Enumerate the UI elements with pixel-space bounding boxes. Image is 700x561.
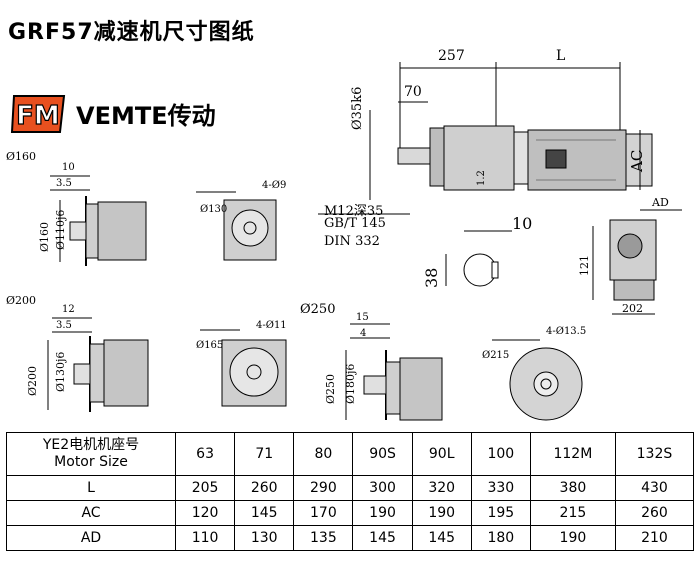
table-size-cell: 100 (470, 432, 531, 476)
table-cell: 190 (529, 525, 616, 551)
flange-250-holes: 4-Ø13.5 (546, 326, 587, 337)
key-height-38: 38 (422, 267, 441, 288)
flange-200-diameter: Ø200 (26, 365, 39, 396)
table-cell: 135 (293, 525, 354, 551)
table-cell: 260 (614, 500, 695, 526)
table-size-cell: 80 (293, 432, 354, 476)
table-row: AC 120 145 170 190 190 195 215 260 (6, 500, 695, 526)
table-row-label: AD (6, 525, 176, 551)
thread-spec-3: DIN 332 (324, 234, 380, 249)
table-cell: 145 (234, 500, 295, 526)
table-cell: 180 (470, 525, 531, 551)
table-cell: 210 (614, 525, 695, 551)
table-cell: 215 (529, 500, 616, 526)
flange-250-spigot: Ø180j6 (344, 363, 357, 404)
table-size-cell: 112M (529, 432, 616, 476)
flange-160-dim-3-5: 3.5 (56, 178, 72, 189)
table-cell: 145 (411, 525, 472, 551)
table-cell: 120 (174, 500, 236, 526)
table-row: L 205 260 290 300 320 330 380 430 (6, 475, 695, 501)
dim-AD: AD (652, 196, 669, 209)
brand-logo: FM (10, 95, 66, 133)
table-cell: 320 (411, 475, 472, 501)
flange-250-label: Ø250 (300, 302, 336, 317)
table-size-cell: 90S (352, 432, 413, 476)
flange-250-pcd: Ø215 (482, 350, 510, 361)
flange-200-pcd: Ø165 (196, 340, 224, 351)
dimension-table: YE2电机机座号 Motor Size 63 71 80 90S 90L 100… (6, 432, 695, 551)
flange-160-holes: 4-Ø9 (262, 180, 287, 191)
flange-160-dim-10: 10 (62, 162, 75, 173)
flange-160-diameter: Ø160 (38, 221, 51, 252)
flange-200-dim-3-5: 3.5 (56, 320, 72, 331)
flange-200-spigot: Ø130j6 (54, 351, 67, 392)
flange-160-pcd: Ø130 (200, 204, 228, 215)
flange-250-dim-15: 15 (356, 312, 369, 323)
table-cell: 290 (293, 475, 354, 501)
flange-200-dim-12: 12 (62, 304, 75, 315)
table-row-label: AC (6, 500, 176, 526)
table-cell: 195 (470, 500, 531, 526)
flange-200-label: Ø200 (6, 294, 37, 307)
dim-121: 121 (578, 255, 591, 276)
dim-L: L (556, 48, 566, 64)
table-cell: 170 (293, 500, 354, 526)
thread-spec-2: GB/T 145 (324, 216, 386, 231)
thread-spec-1: M12深35 (324, 204, 384, 219)
page-title: GRF57减速机尺寸图纸 (8, 20, 255, 45)
table-header-row: YE2电机机座号 Motor Size 63 71 80 90S 90L 100… (6, 432, 695, 476)
table-size-cell: 71 (234, 432, 295, 476)
flange-160-label: Ø160 (6, 150, 37, 163)
table-cell: 380 (529, 475, 616, 501)
table-cell: 300 (352, 475, 413, 501)
table-row-label: L (6, 475, 176, 501)
table-cell: 205 (174, 475, 236, 501)
table-size-cell: 63 (174, 432, 236, 476)
dim-1-2: 1.2 (476, 170, 487, 186)
table-header-label: YE2电机机座号 Motor Size (6, 432, 176, 476)
header-label-en: Motor Size (54, 454, 128, 470)
table-cell: 190 (411, 500, 472, 526)
flange-250-dim-4: 4 (360, 328, 367, 339)
logo-letters: FM (16, 101, 60, 131)
header-label-cn: YE2电机机座号 (42, 437, 140, 453)
flange-250-diameter: Ø250 (324, 373, 337, 404)
key-width-10: 10 (512, 214, 533, 233)
dim-257: 257 (438, 48, 465, 64)
table-size-cell: 132S (614, 432, 695, 476)
table-cell: 130 (234, 525, 295, 551)
flange-160-spigot: Ø110j6 (54, 209, 67, 250)
table-size-cell: 90L (411, 432, 472, 476)
dim-AC: AC (628, 149, 646, 172)
dim-shaft-diameter: Ø35k6 (350, 86, 365, 130)
dim-70: 70 (404, 84, 422, 100)
table-row: AD 110 130 135 145 145 180 190 210 (6, 525, 695, 551)
table-cell: 430 (614, 475, 695, 501)
flange-200-holes: 4-Ø11 (256, 320, 287, 331)
table-cell: 260 (234, 475, 295, 501)
dim-202: 202 (622, 302, 643, 315)
table-cell: 110 (174, 525, 236, 551)
table-cell: 145 (352, 525, 413, 551)
brand-name: VEMTE传动 (76, 102, 216, 130)
technical-drawing (47, 62, 682, 421)
table-cell: 330 (470, 475, 531, 501)
table-cell: 190 (352, 500, 413, 526)
